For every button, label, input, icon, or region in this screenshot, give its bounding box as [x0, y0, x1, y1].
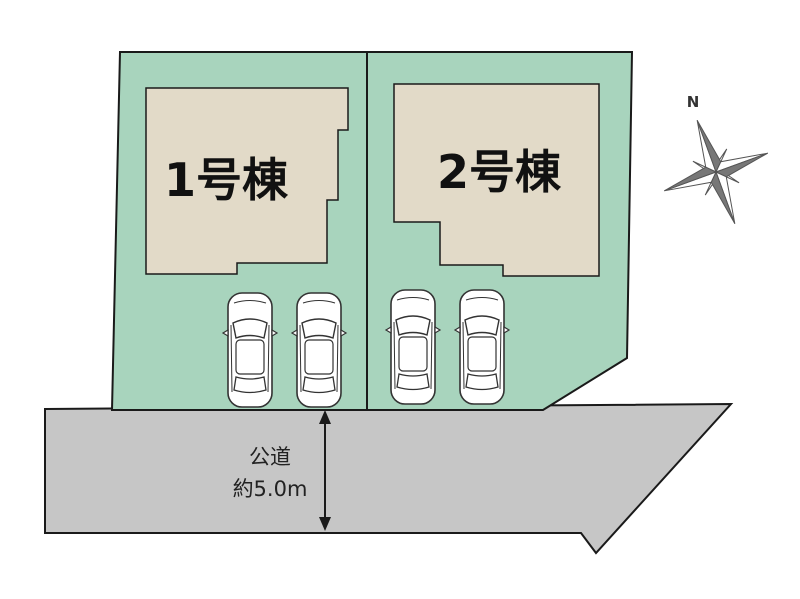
road-label-type: 公道: [249, 445, 291, 469]
compass-north-label: N: [687, 93, 700, 111]
building-1-label: 1号棟: [164, 153, 289, 207]
car-icon: [222, 292, 278, 408]
parking-space-2a: [385, 289, 441, 405]
parking-space-2b: [454, 289, 510, 405]
building-2: [393, 83, 600, 277]
building-1: [145, 87, 349, 275]
building-2-label: 2号棟: [437, 145, 562, 199]
road-width-arrow: [319, 410, 331, 531]
compass-rose-icon: [664, 120, 768, 224]
road-label-width: 約5.0m: [233, 477, 308, 501]
public-road: [44, 402, 734, 555]
car-icon: [291, 292, 347, 408]
car-icon: [385, 289, 441, 405]
parking-space-1a: [222, 292, 278, 408]
parking-space-1b: [291, 292, 347, 408]
car-icon: [454, 289, 510, 405]
